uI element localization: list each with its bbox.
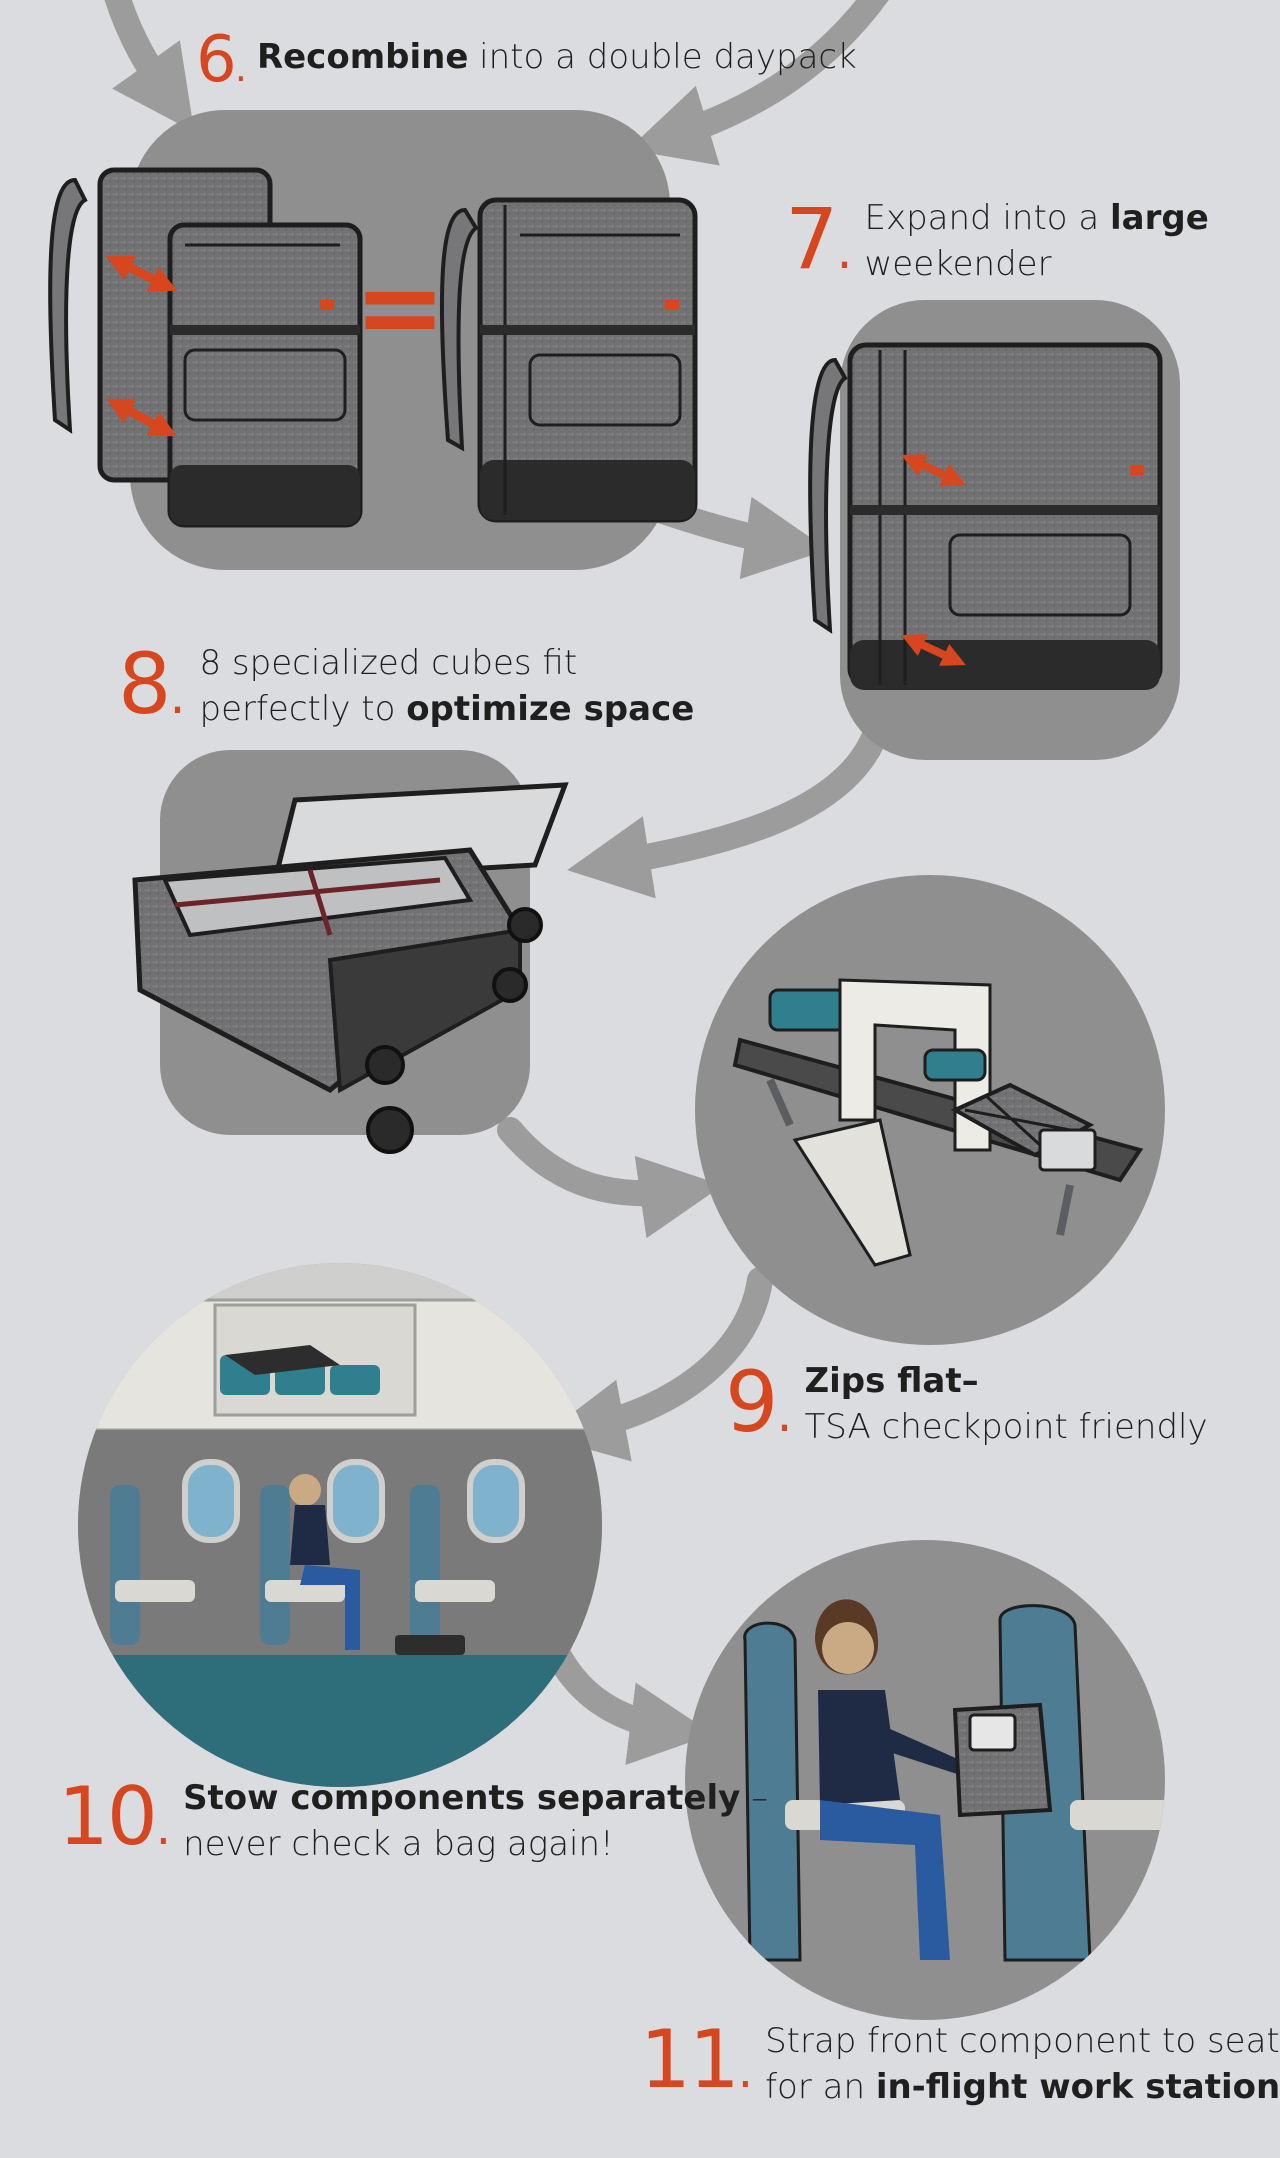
caption-line: perfectly to optimize space xyxy=(199,686,694,732)
caption-line: weekender xyxy=(864,241,1208,287)
caption-line: Zips flat– xyxy=(804,1358,1207,1404)
caption-run: into a double daypack xyxy=(468,37,857,77)
step-text: Zips flat– TSA checkpoint friendly xyxy=(804,1358,1207,1450)
caption-line: Strap front component to seat xyxy=(765,2018,1280,2064)
step-number: 6. xyxy=(196,23,247,97)
caption-line: Recombine into a double daypack xyxy=(257,34,857,80)
equals-sign: = xyxy=(354,243,446,371)
caption-run: never check a bag again! xyxy=(183,1824,614,1865)
caption-run: TSA checkpoint friendly xyxy=(804,1407,1208,1448)
caption-line: never check a bag again! xyxy=(183,1821,768,1867)
caption-line: TSA checkpoint friendly xyxy=(804,1404,1207,1450)
step-9-caption: 9. Zips flat–TSA checkpoint friendly xyxy=(725,1358,1208,1450)
tsa-checkpoint-illustration xyxy=(732,978,1144,1267)
airplane-cabin-illustration xyxy=(78,1263,602,1787)
arrow-8-to-9 xyxy=(497,1117,723,1239)
caption-bold-run: Zips flat– xyxy=(804,1361,979,1401)
caption-bold-run: in-flight work station xyxy=(875,2067,1280,2108)
expand-arrow-top xyxy=(901,454,966,486)
caption-line: 8 specialized cubes fit xyxy=(199,640,694,686)
double-arrow-top xyxy=(105,255,178,292)
caption-run: perfectly to xyxy=(199,689,407,730)
caption-bold-run: large xyxy=(1110,198,1209,238)
caption-run: Strap front component to seat xyxy=(765,2021,1280,2061)
step-number: 7. xyxy=(785,190,852,288)
step-number: 8. xyxy=(118,635,185,733)
step-text: Stow components separately –never check … xyxy=(183,1775,768,1867)
caption-bold-run: Stow components separately xyxy=(183,1778,741,1818)
caption-run: – xyxy=(740,1778,769,1818)
step-6-caption: 6. Recombine into a double daypack xyxy=(196,28,857,92)
caption-run: weekender xyxy=(864,244,1052,285)
expand-arrow-bottom xyxy=(901,634,966,666)
caption-bold-run: Recombine xyxy=(256,37,469,77)
double-daypack-illustration xyxy=(439,197,698,523)
large-weekender-illustration xyxy=(808,342,1163,690)
step-number: 11. xyxy=(640,2013,753,2106)
arrow-into-step-6-left xyxy=(104,0,195,133)
caption-run: for an xyxy=(765,2067,876,2108)
step-number: 9. xyxy=(725,1353,792,1451)
caption-run: 8 specialized cubes fit xyxy=(199,643,578,683)
step-number: 10. xyxy=(58,1770,171,1863)
in-flight-workstation-illustration xyxy=(743,1599,1165,1962)
arrow-9-to-10 xyxy=(542,1267,773,1462)
caption-run: Expand into a xyxy=(864,198,1111,238)
double-arrow-bottom xyxy=(106,398,177,437)
caption-line: for an in-flight work station xyxy=(765,2064,1280,2110)
caption-bold-run: optimize space xyxy=(406,689,695,730)
caption-line: Expand into a large xyxy=(864,195,1208,241)
step-text: Recombine into a double daypack xyxy=(257,34,857,80)
step-10-caption: 10. Stow components separately –never ch… xyxy=(58,1775,768,1867)
arrow-7-to-8 xyxy=(567,707,893,899)
split-backpack-illustration xyxy=(48,167,363,528)
caption-line: Stow components separately – xyxy=(183,1775,768,1821)
arrow-into-step-6-right xyxy=(628,0,889,166)
suitcase-with-cubes-illustration xyxy=(132,782,569,1154)
